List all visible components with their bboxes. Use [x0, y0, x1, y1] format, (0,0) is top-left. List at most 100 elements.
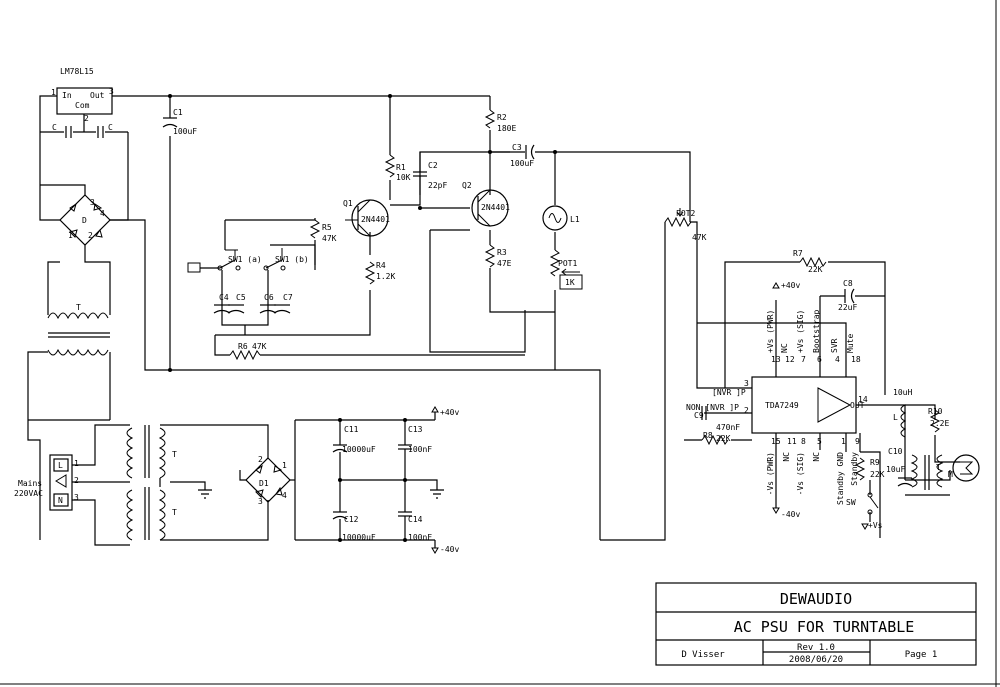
regulator-pin-com: Com: [75, 101, 90, 110]
sw-label: SW: [846, 498, 856, 507]
regulator-pin3: 3: [109, 87, 114, 96]
pot2-wiring: [600, 221, 752, 541]
regulator-pin1: 1: [51, 88, 56, 97]
r2-value: 180E: [497, 124, 516, 133]
r2: R2 180E: [484, 109, 516, 133]
r7: R7 22K: [793, 249, 827, 274]
c8-value: 22uF: [838, 303, 857, 312]
transformer-top-primary-wiring: [27, 351, 111, 420]
r5-value: 47K: [322, 234, 337, 243]
amp-bottom-pin-number: 1: [841, 437, 846, 446]
amp-top-pin-number: 7: [801, 355, 806, 364]
regulator-pin-in: In: [62, 91, 72, 100]
c14-value: 100nF: [408, 533, 432, 542]
amp-pin3: 3: [744, 379, 749, 388]
amp-top-pin-label: NC: [780, 343, 789, 353]
amp-pin2: 2: [744, 406, 749, 415]
mains-pin-n: N: [58, 496, 63, 505]
r2-name: R2: [497, 113, 507, 122]
pot1-name: POT1: [558, 259, 577, 268]
c10-value: 10uF: [886, 465, 905, 474]
mains-pin3: 3: [74, 493, 79, 502]
pot2-name: POT2: [676, 209, 695, 218]
bridge-d1-p2: 2: [258, 455, 263, 464]
author: D Visser: [681, 650, 725, 660]
q2-name: Q2: [462, 181, 472, 190]
amp-top-pin-label: +Vs (SIG): [796, 310, 805, 353]
inductor-l: 10uH L: [893, 388, 912, 438]
mains-pin1: 1: [74, 459, 79, 468]
c11-name: C11: [344, 425, 359, 434]
amp-pin14: 14: [858, 395, 868, 404]
bridge-rectifier-d1: D1 2 1 4 3: [245, 455, 291, 506]
switches: SW1 (a) SW1 (b): [187, 248, 309, 273]
bridge-top-wiring: [40, 184, 601, 540]
c4-name: C4: [219, 293, 229, 302]
r6-name: R6: [238, 342, 248, 351]
amp-chip-name: TDA7249: [765, 401, 799, 410]
r4-name: R4: [376, 261, 386, 270]
standby-switch: SW: [846, 492, 879, 515]
r6-value: 47K: [252, 342, 267, 351]
transistor-q2: Q2 2N4401: [462, 181, 510, 227]
c8: C8 22uF: [838, 279, 857, 312]
r10-name: R10: [928, 407, 943, 416]
title-block: DEWAUDIO AC PSU FOR TURNTABLE D Visser R…: [655, 582, 977, 666]
r8-name: R8: [703, 431, 713, 440]
l-value: 10uH: [893, 388, 912, 397]
c2-value: 22pF: [428, 181, 447, 190]
regulator-pin2: 2: [84, 114, 89, 123]
c8-name: C8: [843, 279, 853, 288]
r1-value: 10K: [396, 173, 411, 182]
amp-bottom-pin-label: NC: [782, 452, 791, 462]
r10-value: 2.2E: [930, 419, 949, 428]
junction-dots: [168, 94, 557, 542]
date: 2008/06/20: [789, 655, 843, 665]
q1-name: Q1: [343, 199, 353, 208]
c11-value: 10000uF: [342, 445, 376, 454]
transistor-q1: Q1 2N4401: [343, 199, 390, 237]
transformer-top: T: [47, 303, 110, 356]
c1-name: C1: [173, 108, 183, 117]
drawing-title: AC PSU FOR TURNTABLE: [734, 618, 915, 636]
r7-name: R7: [793, 249, 803, 258]
amp-top-pin-label: SVR: [830, 338, 839, 353]
transformer-bottom-1: T: [126, 425, 177, 479]
c6-name: C6: [264, 293, 274, 302]
mains-label: Mains: [18, 479, 42, 488]
r9-name: R9: [870, 458, 880, 467]
motor-label: M: [948, 470, 953, 479]
c2: C2 22pF: [413, 152, 447, 195]
r10: R10 2.2E: [928, 407, 949, 433]
plus40-label: +40v: [440, 408, 459, 417]
c1-value: 100uF: [173, 127, 197, 136]
tuning-caps: C4 C5 C6 C7: [213, 293, 293, 314]
transformer-bottom-2: T: [126, 487, 177, 541]
mains-connector: L N 1 2 3 Mains 220VAC: [14, 454, 79, 511]
pot1: POT1 1K: [549, 249, 583, 290]
amplifier-ic: TDA7249 3 2 14 OUT [NVR ]P NON [NVR ]P: [686, 376, 868, 434]
bridge-d1-p3: 3: [258, 497, 263, 506]
pot2-value: 47K: [692, 233, 707, 242]
r6: R6 47K: [229, 342, 267, 361]
bridge-rectifier-top: D 3 4 1 2: [59, 194, 111, 246]
supply-rails-wiring: [239, 412, 444, 548]
bridge-d1-p1: 1: [282, 461, 287, 470]
reg-cap-right: C: [108, 123, 113, 132]
company-name: DEWAUDIO: [780, 590, 852, 608]
r1: R1 10K: [384, 154, 411, 182]
r4-value: 1.2K: [376, 272, 395, 281]
bridge-top-p3: 3: [90, 198, 95, 207]
amp-plus40: +40v: [781, 281, 800, 290]
amp-bottom-pin-label: Standby: [850, 452, 859, 486]
l1-name: L1: [570, 215, 580, 224]
voltage-regulator: LM78L15 In Out Com 1 2 3: [51, 67, 114, 123]
amp-bottom-pin-label: Standby GND: [836, 452, 845, 505]
supply-terminals: +40v -40v: [431, 406, 459, 554]
secondary-wiring: [159, 424, 269, 541]
c10: C10 10uF: [886, 447, 913, 487]
transformer-top-name: T: [76, 303, 81, 312]
filter-caps: C11 10000uF C13 100nF C12 10000uF C14 10…: [332, 425, 432, 542]
bridge-top-p2: 2: [88, 231, 93, 240]
c13-name: C13: [408, 425, 423, 434]
